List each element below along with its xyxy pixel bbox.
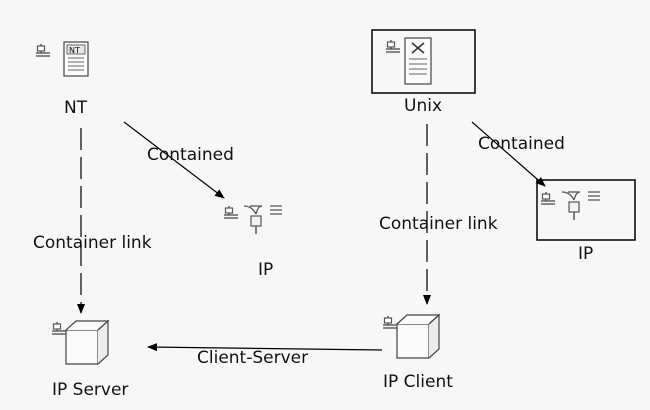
unix-server-icon — [385, 37, 432, 85]
node-ip-server[interactable]: IP Server — [51, 319, 128, 400]
edge-client-server[interactable] — [147, 343, 383, 352]
ip-network-icon — [223, 205, 282, 234]
node-label-unix: Unix — [404, 96, 442, 116]
service-box-icon — [382, 313, 441, 359]
node-label-ip-right: IP — [578, 244, 593, 264]
selection-box — [536, 179, 636, 241]
edge-label-client-server: Client-Server — [197, 348, 308, 368]
node-nt[interactable]: NT NT — [35, 41, 89, 118]
node-label-ip-left: IP — [258, 260, 273, 280]
node-ip-left[interactable]: IP — [223, 205, 282, 280]
node-ip-right[interactable]: IP — [536, 179, 636, 264]
node-label-ip-server: IP Server — [52, 380, 128, 400]
edge-label-nt-container-link: Container link — [33, 233, 152, 253]
edge-label-nt-contained: Contained — [147, 145, 234, 165]
nt-server-icon: NT — [35, 41, 89, 77]
edge-label-unix-contained: Contained — [478, 134, 565, 154]
selection-box — [371, 29, 476, 94]
edge-unix-contained[interactable] — [471, 121, 546, 187]
edge-nt-contained[interactable] — [123, 121, 225, 199]
svg-text:NT: NT — [69, 46, 80, 55]
service-box-icon — [51, 319, 110, 365]
node-label-ip-client: IP Client — [383, 372, 453, 392]
node-unix[interactable]: Unix — [371, 29, 476, 116]
node-label-nt: NT — [64, 98, 88, 118]
node-ip-client[interactable]: IP Client — [382, 313, 453, 392]
edge-label-unix-container-link: Container link — [379, 214, 498, 234]
ip-network-icon — [540, 191, 600, 220]
